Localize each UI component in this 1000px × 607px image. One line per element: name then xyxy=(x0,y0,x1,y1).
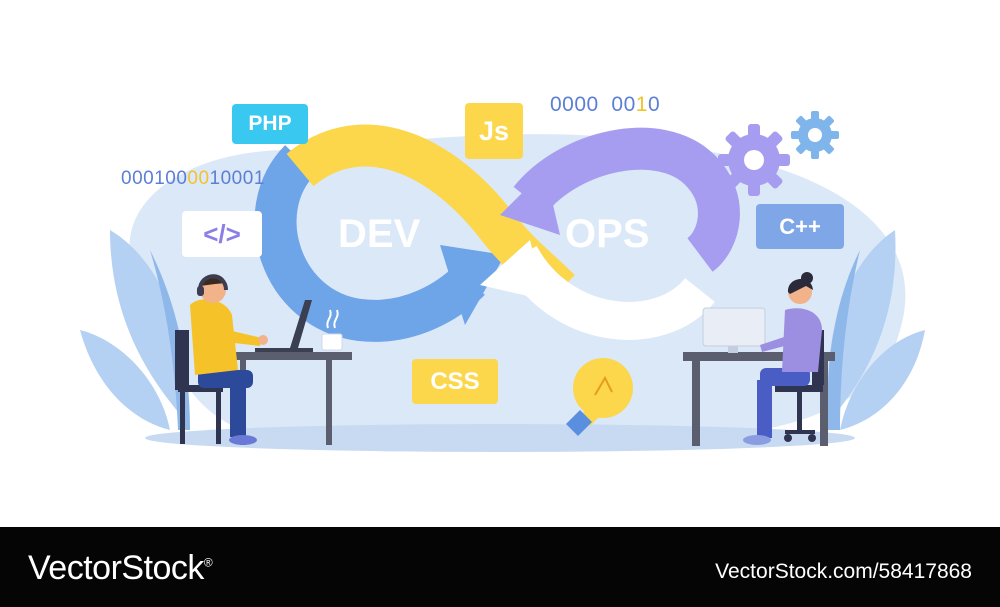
laptop-icon xyxy=(255,300,313,352)
desk-right xyxy=(683,352,835,446)
ops-arrowhead-white xyxy=(480,240,545,300)
html-code-tag: </> xyxy=(182,211,262,257)
watermark-footer: VectorStock® VectorStock.com/58417868 xyxy=(0,527,1000,607)
css-tag: CSS xyxy=(412,359,498,404)
cpp-tag: C++ xyxy=(756,204,844,249)
vectorstock-logo: VectorStock® xyxy=(28,549,213,588)
binary-left-part1: 000100 xyxy=(121,168,188,189)
floor-shadow xyxy=(145,424,855,452)
ops-label: OPS xyxy=(565,212,650,256)
devops-illustration: PHP Js </> C++ CSS 0001000010001 0000 00… xyxy=(80,93,925,452)
dev-arrowhead-blue xyxy=(440,245,505,325)
illustration-artwork xyxy=(80,111,925,452)
dev-label: DEV xyxy=(338,212,421,256)
image-url: VectorStock.com/58417868 xyxy=(715,560,972,583)
ops-arrowhead-purple xyxy=(500,170,560,235)
woman-operator xyxy=(743,272,822,445)
binary-right-group1: 0000 xyxy=(550,93,599,116)
binary-left-highlight: 00 xyxy=(187,168,210,189)
plant-right xyxy=(827,230,925,430)
dev-arrow-blue xyxy=(254,145,485,342)
gear-icon-large xyxy=(718,124,790,196)
binary-text-left: 0001000010001 xyxy=(121,168,265,190)
ops-arrow-purple xyxy=(513,127,740,272)
binary-left-part2: 10001 xyxy=(209,168,265,189)
binary-right-highlight: 1 xyxy=(635,93,648,116)
js-tag: Js xyxy=(465,103,523,159)
registered-mark: ® xyxy=(203,555,213,570)
binary-right-group2b: 0 xyxy=(647,93,661,116)
php-tag: PHP xyxy=(232,104,308,144)
chair-left xyxy=(175,330,223,444)
monitor-icon xyxy=(702,307,766,353)
coffee-cup-icon xyxy=(321,309,343,351)
binary-text-right: 0000 0010 xyxy=(550,93,660,117)
light-bulb-icon xyxy=(566,358,633,436)
man-developer xyxy=(190,274,268,445)
binary-right-group2a: 00 xyxy=(611,93,636,116)
brand-name: VectorStock xyxy=(28,549,204,587)
gear-icon-small xyxy=(791,111,839,159)
